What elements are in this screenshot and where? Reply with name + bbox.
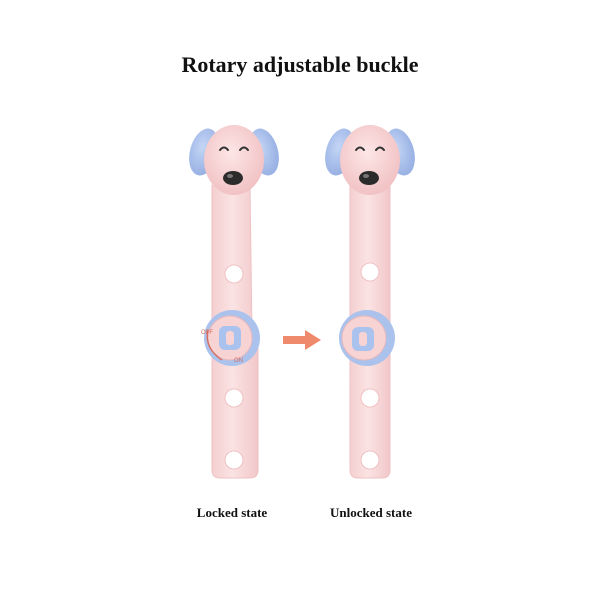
- caption-unlocked-state: Unlocked state: [330, 505, 412, 520]
- dial-on-label: ON: [234, 358, 243, 364]
- strap-hole: [360, 262, 380, 282]
- page-title: Rotary adjustable buckle: [181, 52, 419, 77]
- right-arrow-icon: [283, 330, 321, 350]
- rotary-dial: [339, 310, 395, 366]
- buckle-unlocked: [325, 125, 415, 479]
- dial-off-label: OFF: [201, 330, 213, 336]
- strap-hole: [224, 264, 244, 284]
- strap-hole: [224, 450, 244, 470]
- strap-hole: [224, 388, 244, 408]
- rotary-dial: OFF ON: [201, 310, 260, 366]
- dog-head-icon: [325, 125, 415, 195]
- buckle-locked: OFF ON: [189, 125, 279, 479]
- caption-locked-state: Locked state: [196, 505, 268, 520]
- strap-hole: [360, 388, 380, 408]
- strap-hole: [360, 450, 380, 470]
- dog-head-icon: [189, 125, 279, 195]
